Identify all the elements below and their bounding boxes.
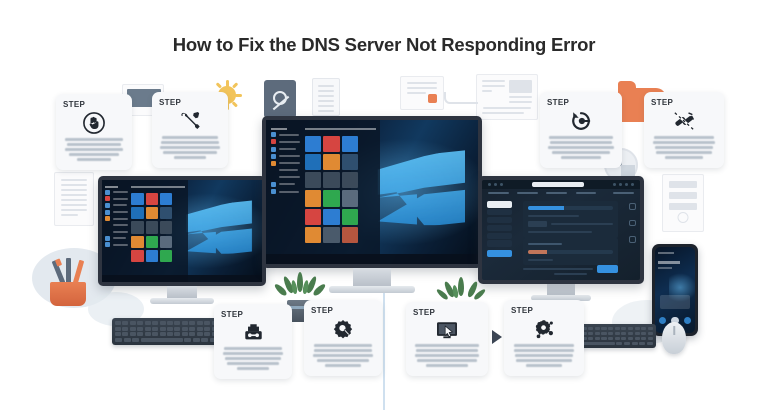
phone-button-left[interactable] bbox=[659, 317, 667, 325]
decor-browser-card-right bbox=[476, 74, 538, 120]
step-card-3[interactable]: STEP bbox=[540, 92, 622, 168]
broken-link-icon bbox=[674, 111, 694, 131]
refresh-reload-icon bbox=[572, 112, 591, 130]
gear-search-icon bbox=[333, 320, 353, 339]
decor-notepad bbox=[312, 78, 340, 116]
step-body-text bbox=[547, 136, 615, 161]
decor-document-card-left bbox=[54, 172, 94, 226]
rail-icon[interactable] bbox=[628, 202, 636, 210]
phone-login-field[interactable] bbox=[659, 295, 691, 309]
sidebar-item[interactable] bbox=[486, 224, 513, 231]
network-nodes-icon bbox=[535, 320, 553, 339]
step-body-text bbox=[159, 136, 221, 161]
step-card-2[interactable]: STEP bbox=[152, 92, 228, 168]
dashboard-tab[interactable] bbox=[546, 191, 567, 194]
mouse[interactable] bbox=[662, 322, 686, 354]
sidebar-item[interactable] bbox=[486, 216, 513, 224]
decor-document-card-right bbox=[662, 174, 704, 232]
sidebar-action-button[interactable] bbox=[486, 250, 513, 258]
hand-click-icon bbox=[83, 112, 105, 134]
step-label: STEP bbox=[511, 306, 534, 315]
phone-button-right[interactable] bbox=[683, 317, 691, 325]
step-label: STEP bbox=[651, 98, 674, 107]
step-label: STEP bbox=[413, 308, 436, 317]
windows-desktop-center bbox=[262, 116, 482, 306]
dashboard-panel-bottom bbox=[523, 237, 618, 266]
dashboard-tab[interactable] bbox=[575, 191, 596, 194]
sidebar-item-active[interactable] bbox=[486, 201, 513, 208]
dashboard-tab[interactable] bbox=[613, 191, 634, 194]
step-label: STEP bbox=[63, 100, 86, 109]
step-body-text bbox=[311, 344, 375, 369]
wrench-tool-icon bbox=[181, 112, 200, 129]
network-settings-dashboard bbox=[478, 176, 644, 304]
dashboard-titlebar bbox=[482, 180, 640, 189]
dashboard-icon-rail[interactable] bbox=[624, 197, 640, 280]
dashboard-tab[interactable] bbox=[488, 191, 509, 194]
rail-icon[interactable] bbox=[628, 236, 636, 244]
windows-desktop-left bbox=[98, 176, 266, 308]
step-card-4[interactable]: STEP bbox=[644, 92, 724, 168]
phone-lock-screen bbox=[655, 247, 695, 333]
step-body-text bbox=[413, 344, 481, 369]
step-card-8[interactable]: STEP bbox=[504, 300, 584, 376]
rail-icon[interactable] bbox=[628, 219, 636, 227]
dashboard-tabs[interactable] bbox=[482, 189, 640, 197]
dashboard-tab[interactable] bbox=[517, 191, 538, 194]
step-card-7[interactable]: STEP bbox=[406, 302, 488, 376]
sidebar-item[interactable] bbox=[486, 232, 513, 239]
sidebar-item[interactable] bbox=[486, 240, 513, 247]
step-card-1[interactable]: STEP bbox=[56, 94, 132, 170]
start-menu-left bbox=[102, 180, 189, 282]
step-body-text bbox=[511, 344, 577, 369]
monitor-cursor-icon bbox=[437, 322, 457, 339]
step-label: STEP bbox=[159, 98, 182, 107]
decor-browser-card-left bbox=[400, 76, 444, 110]
start-menu-center bbox=[266, 120, 381, 264]
dashboard-search-input[interactable] bbox=[532, 182, 584, 187]
page-title: How to Fix the DNS Server Not Responding… bbox=[172, 34, 596, 55]
network-cable-icon bbox=[244, 324, 262, 340]
connector-arrow-3 bbox=[492, 330, 502, 344]
smartphone bbox=[652, 244, 698, 336]
step-label: STEP bbox=[547, 98, 570, 107]
sidebar-item[interactable] bbox=[486, 209, 513, 216]
dashboard-panel-top bbox=[523, 201, 618, 238]
step-card-6[interactable]: STEP bbox=[304, 300, 382, 376]
dashboard-primary-button[interactable] bbox=[597, 265, 618, 274]
step-label: STEP bbox=[311, 306, 334, 315]
dashboard-sidebar[interactable] bbox=[482, 197, 517, 280]
step-body-text bbox=[63, 138, 125, 163]
phone-button-center[interactable] bbox=[671, 317, 679, 325]
step-card-5[interactable]: STEP bbox=[214, 304, 292, 379]
decor-connector-line bbox=[444, 92, 478, 104]
step-body-text bbox=[221, 347, 285, 372]
step-label: STEP bbox=[221, 310, 244, 319]
decor-pencil-cup bbox=[44, 258, 94, 306]
keyboard[interactable] bbox=[112, 318, 228, 345]
step-body-text bbox=[651, 136, 717, 161]
decor-dark-card bbox=[264, 80, 296, 118]
